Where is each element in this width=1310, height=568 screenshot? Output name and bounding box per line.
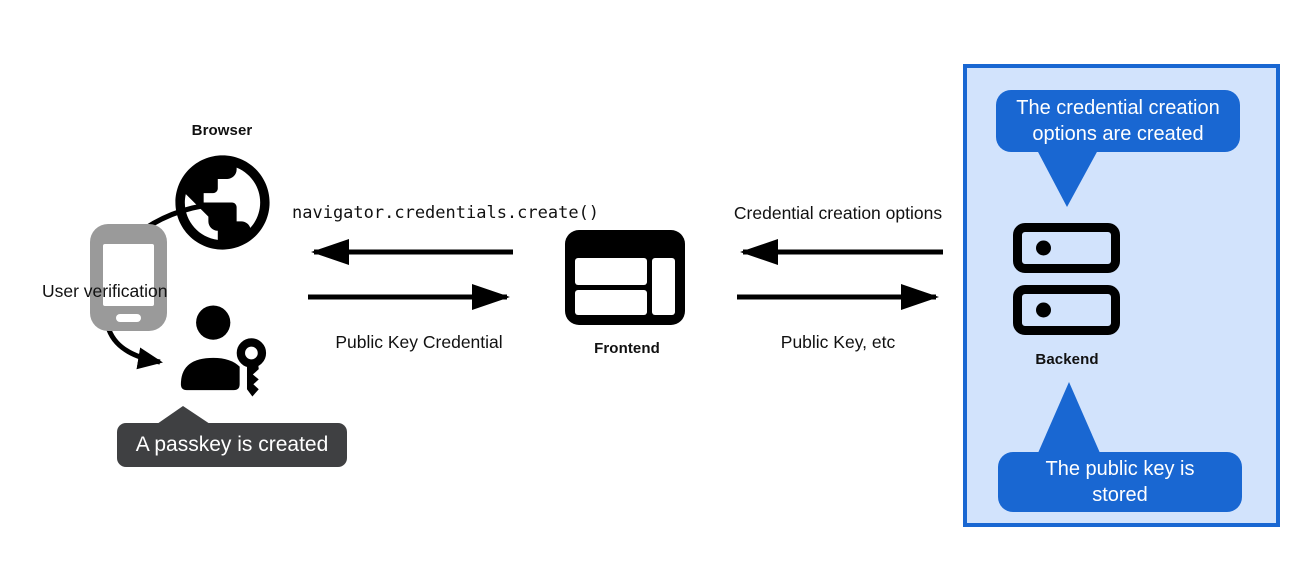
passkey-tooltip: A passkey is created [117, 423, 347, 467]
phone-home-dash [116, 314, 141, 322]
globe-icon [175, 155, 270, 250]
public-key-stored-bubble-pointer [1038, 382, 1100, 453]
person-key-icon [180, 305, 267, 397]
browser-window-pane [575, 258, 647, 285]
credential-creation-options-label: Credential creation options [733, 203, 943, 223]
backend-panel: The credential creation options are crea… [963, 64, 1280, 527]
server-unit [1013, 223, 1120, 273]
options-created-bubble-pointer [1037, 150, 1098, 207]
public-key-stored-bubble: The public key is stored [998, 452, 1242, 512]
options-created-bubble: The credential creation options are crea… [996, 90, 1240, 152]
options-created-bubble-text: The credential creation options are crea… [1016, 97, 1220, 145]
credentials-create-code-label: navigator.credentials.create() [292, 203, 600, 223]
browser-window-pane [652, 258, 675, 315]
server-led-dot [1036, 302, 1051, 318]
server-led-dot [1036, 240, 1051, 256]
passkey-tooltip-pointer [157, 406, 210, 424]
passkey-tooltip-text: A passkey is created [135, 433, 329, 456]
browser-label: Browser [191, 122, 253, 139]
phone-screen [103, 244, 154, 306]
public-key-credential-label: Public Key Credential [335, 332, 503, 352]
public-key-stored-bubble-text: The public key is stored [1045, 458, 1195, 506]
browser-window-pane [575, 290, 647, 315]
phone-icon [90, 224, 167, 331]
public-key-etc-label: Public Key, etc [780, 332, 896, 352]
backend-label: Backend [1035, 351, 1099, 368]
server-unit [1013, 285, 1120, 335]
user-verification-label: User verification [42, 281, 168, 301]
browser-window-icon [565, 230, 685, 325]
frontend-label: Frontend [594, 340, 660, 357]
